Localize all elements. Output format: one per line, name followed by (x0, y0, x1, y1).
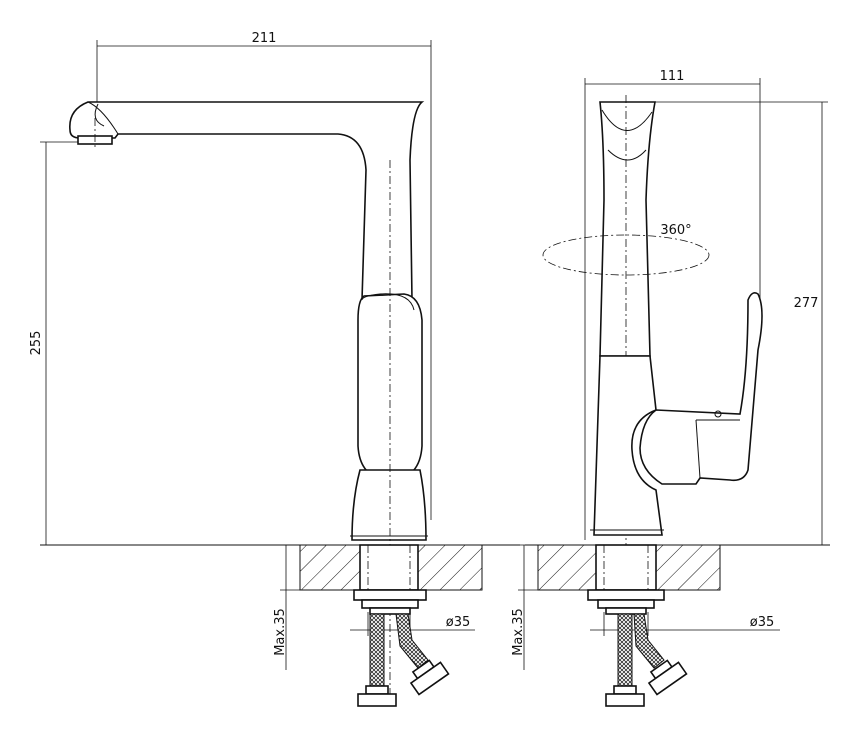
front-fitting-right (409, 659, 450, 696)
side-counter-right (655, 544, 721, 591)
side-nut (587, 589, 665, 601)
side-shank (595, 544, 657, 591)
front-diameter-dimension: ø35 (350, 612, 475, 636)
front-shank (359, 544, 419, 591)
rotation-ellipse (542, 234, 710, 276)
front-counter-right (417, 544, 483, 591)
side-fitting-left (605, 693, 645, 707)
side-view: 111 277 360° (511, 69, 830, 707)
front-counter-left (299, 544, 361, 591)
front-width-dimension: 211 (96, 31, 432, 520)
front-view: 211 255 (29, 31, 520, 707)
side-hose-left (617, 613, 633, 687)
rotation-label: 360° (660, 223, 691, 238)
front-width-label: 211 (252, 31, 277, 46)
front-body-base (351, 469, 427, 541)
side-lever-handle (639, 292, 763, 485)
side-counter-left (537, 544, 597, 591)
front-height-dimension: 255 (29, 141, 80, 545)
side-max-label: Max.35 (511, 608, 526, 656)
side-width-label: 111 (660, 69, 685, 84)
side-height-label: 277 (794, 296, 819, 311)
front-fitting-left (357, 693, 397, 707)
front-height-label: 255 (29, 331, 44, 356)
side-lower-body (593, 355, 663, 536)
front-nut (353, 589, 427, 601)
side-max-dimension: Max.35 (511, 544, 538, 670)
front-hose-right (395, 613, 429, 669)
front-spout (69, 101, 425, 301)
side-height-dimension: 277 (650, 101, 828, 545)
side-column (599, 101, 656, 357)
front-max-dimension: Max.35 (273, 544, 300, 670)
front-hose-left (369, 613, 385, 687)
side-fitting-right (647, 659, 688, 696)
side-hose-right (633, 613, 665, 669)
side-diameter-label: ø35 (750, 615, 775, 630)
front-diameter-label: ø35 (446, 615, 471, 630)
front-max-label: Max.35 (273, 608, 288, 656)
side-width-dimension: 111 (584, 69, 761, 540)
